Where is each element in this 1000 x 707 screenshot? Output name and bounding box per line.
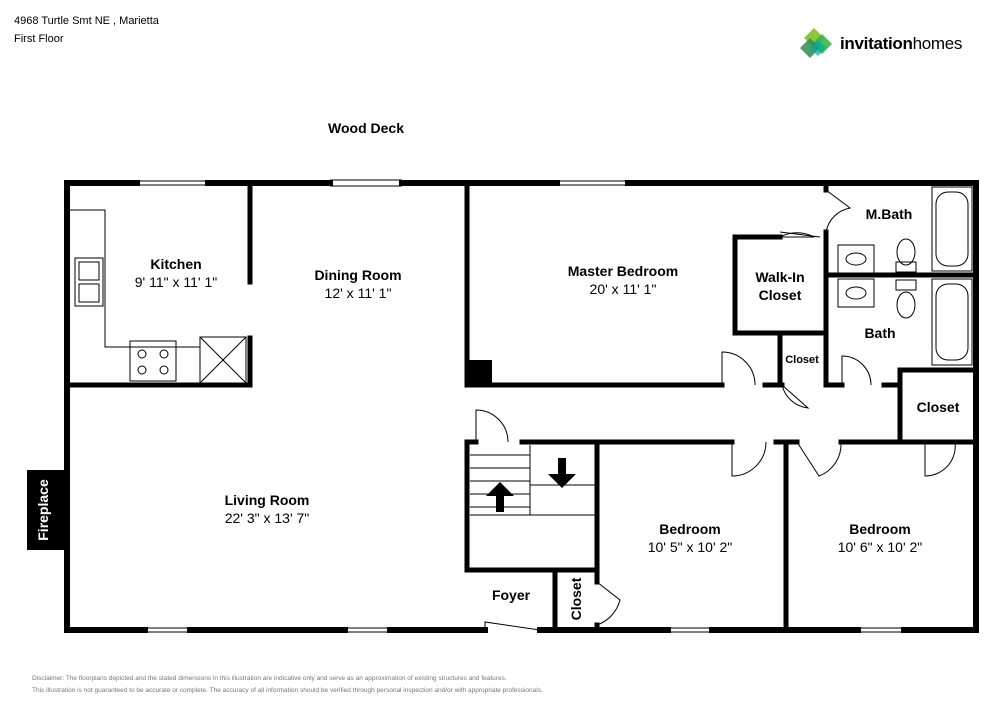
mbath-toilet-icon bbox=[896, 238, 916, 266]
bath-tub-icon bbox=[931, 278, 973, 366]
fireplace bbox=[27, 470, 69, 550]
mbath-tub-icon bbox=[931, 186, 973, 272]
arrow-down-icon bbox=[548, 458, 576, 488]
stair-arrows bbox=[486, 458, 576, 512]
kitchen-fixtures bbox=[69, 209, 247, 384]
living-dims: 22' 3" x 13' 7" bbox=[225, 510, 310, 526]
bedroom2-dims: 10' 6" x 10' 2" bbox=[838, 539, 923, 555]
mbath-sink-icon bbox=[837, 244, 875, 274]
master-door-icon bbox=[721, 351, 756, 386]
bath-name: Bath bbox=[864, 325, 895, 341]
bedroom2-name: Bedroom bbox=[849, 521, 910, 537]
exterior-walls bbox=[64, 180, 979, 633]
kitchen-sink-icon bbox=[74, 257, 104, 307]
master-dims: 20' x 11' 1" bbox=[590, 281, 657, 297]
stairs bbox=[470, 445, 595, 516]
bath-fixtures bbox=[837, 186, 973, 366]
invitation-homes-logo: invitationhomes bbox=[798, 26, 978, 62]
doors bbox=[475, 189, 956, 631]
disclaimer-line-1: Disclaimer: The floorplans depicted and … bbox=[32, 675, 507, 682]
logo-mark-icon bbox=[800, 28, 832, 58]
foyer-name: Foyer bbox=[492, 587, 531, 603]
fireplace-label: Fireplace bbox=[35, 479, 51, 541]
walkin-name-line1: Walk-In bbox=[755, 269, 804, 285]
kitchen-dims: 9' 11" x 11' 1" bbox=[135, 274, 218, 290]
master-name: Master Bedroom bbox=[568, 263, 678, 279]
closet-foyer-name: Closet bbox=[568, 577, 584, 620]
logo-word-homes: homes bbox=[912, 34, 963, 53]
logo-wordmark: invitationhomes bbox=[840, 34, 962, 54]
address-text: 4968 Turtle Smt NE , Marietta bbox=[14, 15, 159, 27]
bedroom1-dims: 10' 5" x 10' 2" bbox=[648, 539, 733, 555]
bath-door-icon bbox=[841, 355, 872, 386]
column bbox=[467, 360, 492, 385]
arrow-up-icon bbox=[486, 482, 514, 512]
dining-dims: 12' x 11' 1" bbox=[325, 285, 392, 301]
bedroom1-name: Bedroom bbox=[659, 521, 720, 537]
disclaimer-line-2: This illustration is not guaranteed to b… bbox=[32, 687, 543, 694]
bath-toilet-icon bbox=[896, 291, 916, 319]
walkin-name-line2: Closet bbox=[759, 287, 802, 303]
closet-small-name: Closet bbox=[785, 354, 819, 366]
windows bbox=[137, 179, 904, 633]
bath-sink-icon bbox=[837, 278, 875, 308]
closet-hall-name: Closet bbox=[917, 399, 960, 415]
fridge-icon bbox=[199, 336, 247, 384]
stove-icon bbox=[129, 340, 177, 382]
floor-label: First Floor bbox=[14, 33, 64, 45]
interior-walls bbox=[64, 180, 979, 633]
living-name: Living Room bbox=[225, 492, 310, 508]
dining-name: Dining Room bbox=[314, 267, 401, 283]
kitchen-name: Kitchen bbox=[150, 256, 201, 272]
mbath-name: M.Bath bbox=[866, 206, 913, 222]
wood-deck-label: Wood Deck bbox=[328, 120, 404, 136]
logo-word-invitation: invitation bbox=[840, 34, 913, 53]
